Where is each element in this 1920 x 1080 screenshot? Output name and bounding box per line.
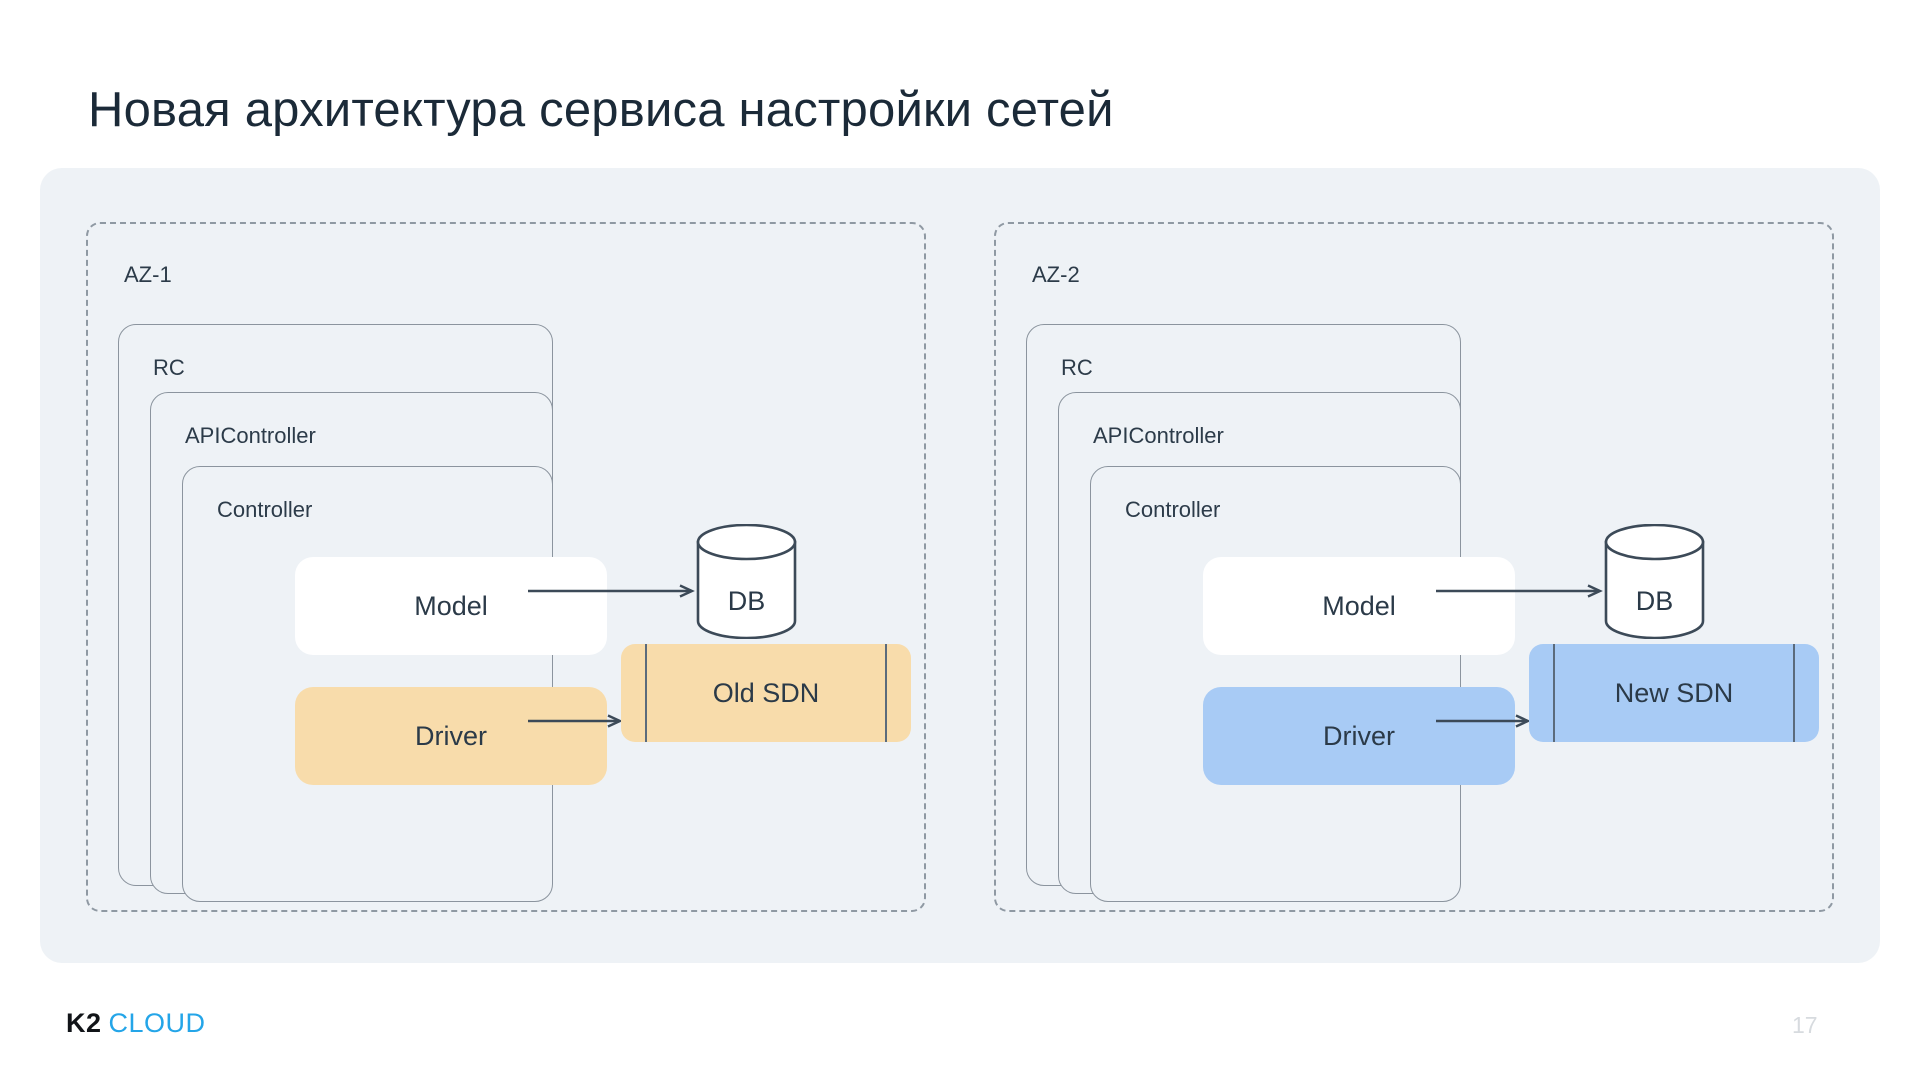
layer-label-apicontroller: APIController	[1093, 423, 1224, 448]
component-driver: Driver	[295, 687, 607, 785]
layer-label-controller: Controller	[217, 497, 313, 522]
availability-zone-az-1: AZ-1 RC APIController Controller Model D…	[86, 222, 926, 912]
sdn-divider-right	[885, 644, 887, 742]
layer-label-rc: RC	[1061, 355, 1093, 380]
az-label: AZ-2	[1032, 262, 1080, 287]
component-model: Model	[1203, 557, 1515, 655]
database-label: DB	[1635, 586, 1674, 616]
sdn-node-new: New SDN	[1529, 644, 1819, 742]
arrow-model-to-db	[1436, 584, 1608, 598]
layer-label-apicontroller: APIController	[185, 423, 316, 448]
component-model: Model	[295, 557, 607, 655]
brand-logo-k2: K2	[66, 1008, 102, 1038]
layer-label-controller: Controller	[1125, 497, 1221, 522]
component-model-label: Model	[414, 590, 488, 621]
component-model-label: Model	[1322, 590, 1396, 621]
availability-zone-az-2: AZ-2 RC APIController Controller Model D…	[994, 222, 1834, 912]
arrow-driver-to-sdn	[528, 714, 628, 728]
component-driver-label: Driver	[415, 720, 487, 751]
sdn-divider-left	[645, 644, 647, 742]
database-label: DB	[727, 586, 766, 616]
layer-box-controller: Controller Model Driver	[1090, 466, 1515, 902]
sdn-node-old: Old SDN	[621, 644, 911, 742]
sdn-divider-right	[1793, 644, 1795, 742]
sdn-node-label: New SDN	[1614, 677, 1734, 708]
database-cylinder: DB	[1602, 524, 1707, 639]
page-title: Новая архитектура сервиса настройки сете…	[88, 83, 1114, 137]
database-cylinder: DB	[694, 524, 799, 639]
arrow-driver-to-sdn	[1436, 714, 1536, 728]
layer-box-controller: Controller Model Driver	[182, 466, 607, 902]
layer-label-rc: RC	[153, 355, 185, 380]
arrow-model-to-db	[528, 584, 700, 598]
az-label: AZ-1	[124, 262, 172, 287]
sdn-divider-left	[1553, 644, 1555, 742]
component-driver: Driver	[1203, 687, 1515, 785]
component-driver-label: Driver	[1323, 720, 1395, 751]
brand-logo-cloud: CLOUD	[108, 1008, 206, 1038]
page-number: 17	[1792, 1012, 1818, 1038]
diagram-panel: AZ-1 RC APIController Controller Model D…	[40, 168, 1880, 963]
sdn-node-label: Old SDN	[712, 677, 820, 708]
